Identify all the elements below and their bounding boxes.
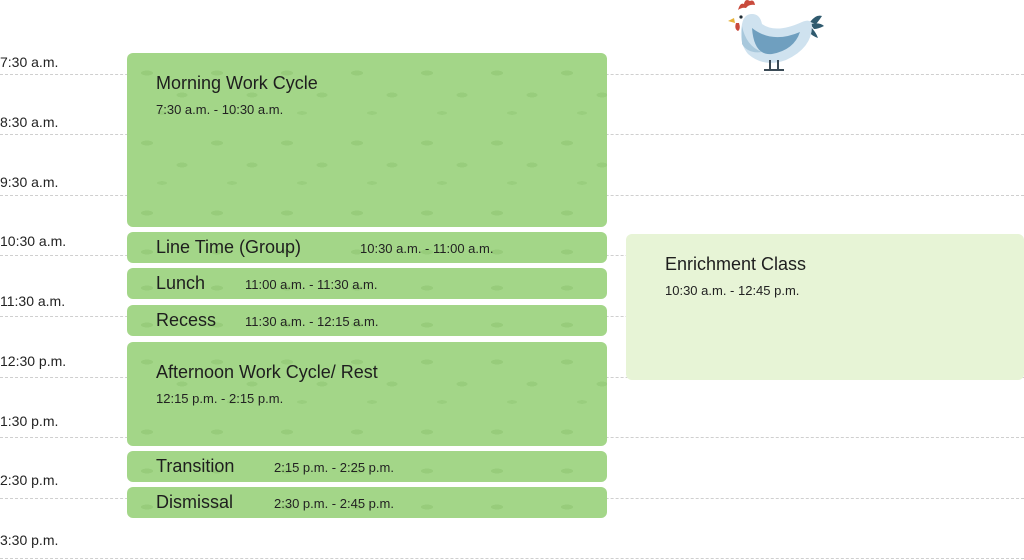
event-lunch[interactable]: Lunch 11:00 a.m. - 11:30 a.m. [127,268,607,299]
time-label-1330: 1:30 p.m. [0,413,59,429]
time-label-0730: 7:30 a.m. [0,54,59,70]
event-title: Afternoon Work Cycle/ Rest [156,362,378,382]
event-time: 10:30 a.m. - 11:00 a.m. [360,241,494,256]
event-afternoon-work-cycle[interactable]: Afternoon Work Cycle/ Rest 12:15 p.m. - … [127,342,607,446]
event-title: Line Time (Group) [156,237,302,257]
grid-line [0,558,1024,559]
event-time: 10:30 a.m. - 12:45 p.m. [665,283,800,298]
event-dismissal[interactable]: Dismissal 2:30 p.m. - 2:45 p.m. [127,487,607,518]
time-label-1430: 2:30 p.m. [0,472,59,488]
event-title: Transition [156,456,235,476]
time-label-1030: 10:30 a.m. [0,233,67,249]
event-title: Recess [156,310,217,330]
event-morning-work-cycle[interactable]: Morning Work Cycle 7:30 a.m. - 10:30 a.m… [127,53,607,227]
rooster-icon [728,0,824,71]
time-label-0930: 9:30 a.m. [0,174,59,190]
time-label-1130: 11:30 a.m. [0,293,66,309]
event-time: 11:30 a.m. - 12:15 a.m. [245,314,379,329]
time-label-1230: 12:30 p.m. [0,353,67,369]
event-line-time[interactable]: Line Time (Group) 10:30 a.m. - 11:00 a.m… [127,232,607,263]
event-time: 11:00 a.m. - 11:30 a.m. [245,277,378,292]
event-title: Dismissal [156,492,234,512]
event-title: Lunch [156,273,206,293]
event-time: 7:30 a.m. - 10:30 a.m. [156,102,284,117]
event-recess[interactable]: Recess 11:30 a.m. - 12:15 a.m. [127,305,607,336]
time-label-0830: 8:30 a.m. [0,114,59,130]
time-label-1530: 3:30 p.m. [0,532,59,548]
event-transition[interactable]: Transition 2:15 p.m. - 2:25 p.m. [127,451,607,482]
event-time: 2:15 p.m. - 2:25 p.m. [274,460,394,475]
event-enrichment-class[interactable]: Enrichment Class 10:30 a.m. - 12:45 p.m. [626,234,1024,380]
event-time: 2:30 p.m. - 2:45 p.m. [274,496,394,511]
event-title: Morning Work Cycle [156,73,318,93]
event-title: Enrichment Class [665,254,807,274]
event-time: 12:15 p.m. - 2:15 p.m. [156,391,284,406]
